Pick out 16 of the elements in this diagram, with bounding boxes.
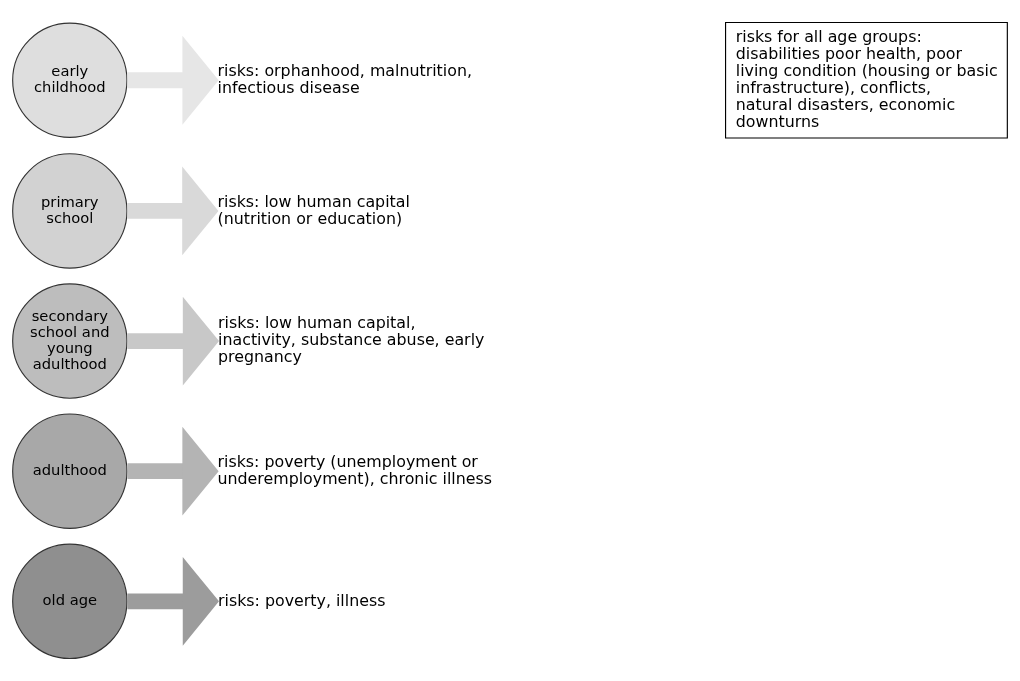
node-text: risks: poverty (unemployment or underemployment), chronic illness xyxy=(217,451,492,488)
node-circle: secondary school and young adulthood xyxy=(12,283,128,399)
arrow xyxy=(127,556,219,646)
node-text: risks: low human capital, inactivity, substance abuse, early pregnancy xyxy=(218,313,485,367)
node-text: risks: low human capital (nutrition or education) xyxy=(217,191,410,228)
arrow xyxy=(127,35,219,125)
arrow xyxy=(127,426,219,516)
node-circle: early childhood xyxy=(12,22,128,138)
node-circle: adulthood xyxy=(12,413,128,529)
node-text: risks: poverty, illness xyxy=(218,590,386,610)
node-circle: old age xyxy=(12,543,128,660)
node-box: risks for all age groups: disabilities poor health, poor living condition (housing or basic infrastructure), conflicts, natural disasters, economic downturns xyxy=(725,21,1008,139)
arrow xyxy=(127,166,219,256)
node-text: risks: orphanhood, malnutrition, infectious disease xyxy=(217,60,472,97)
arrow xyxy=(127,296,220,386)
node-circle: primary school xyxy=(12,153,128,269)
